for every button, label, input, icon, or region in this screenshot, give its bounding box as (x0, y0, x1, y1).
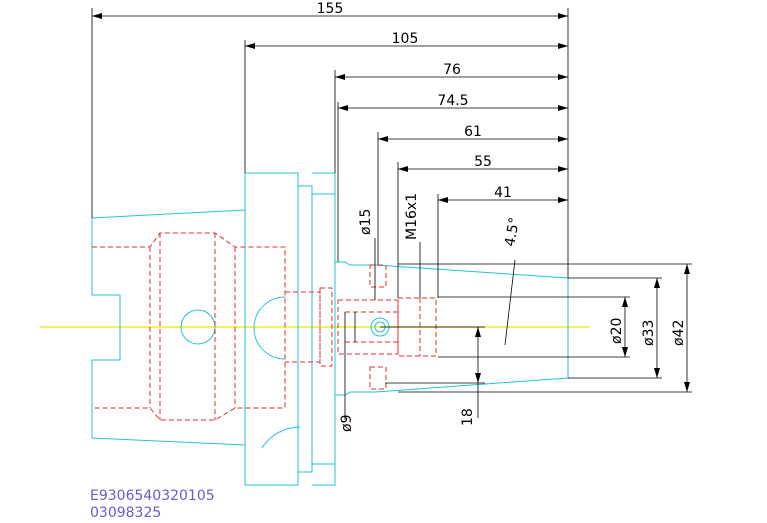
dim-angle: 4.5° (502, 216, 523, 248)
part-number: E9306540320105 (90, 488, 215, 504)
dim-74-5: 74.5 (437, 93, 468, 109)
dim-dia-42: ø42 (671, 320, 687, 346)
dim-thread-m16x1: M16x1 (404, 193, 420, 240)
dim-dia-20: ø20 (609, 318, 625, 344)
dim-dia-9: ø9 (339, 415, 355, 432)
dim-41: 41 (494, 185, 512, 201)
dim-76: 76 (443, 62, 461, 78)
dim-155: 155 (317, 1, 344, 17)
dim-18: 18 (460, 408, 476, 426)
dimension-lines (91, 8, 692, 420)
dim-105: 105 (392, 31, 419, 47)
serial-number: 03098325 (90, 505, 162, 521)
dim-dia-33: ø33 (641, 320, 657, 346)
dim-55: 55 (474, 154, 492, 170)
dim-dia-15: ø15 (358, 209, 374, 235)
holder-outline (91, 172, 569, 486)
hidden-lines (92, 232, 437, 421)
dim-61: 61 (464, 124, 482, 140)
